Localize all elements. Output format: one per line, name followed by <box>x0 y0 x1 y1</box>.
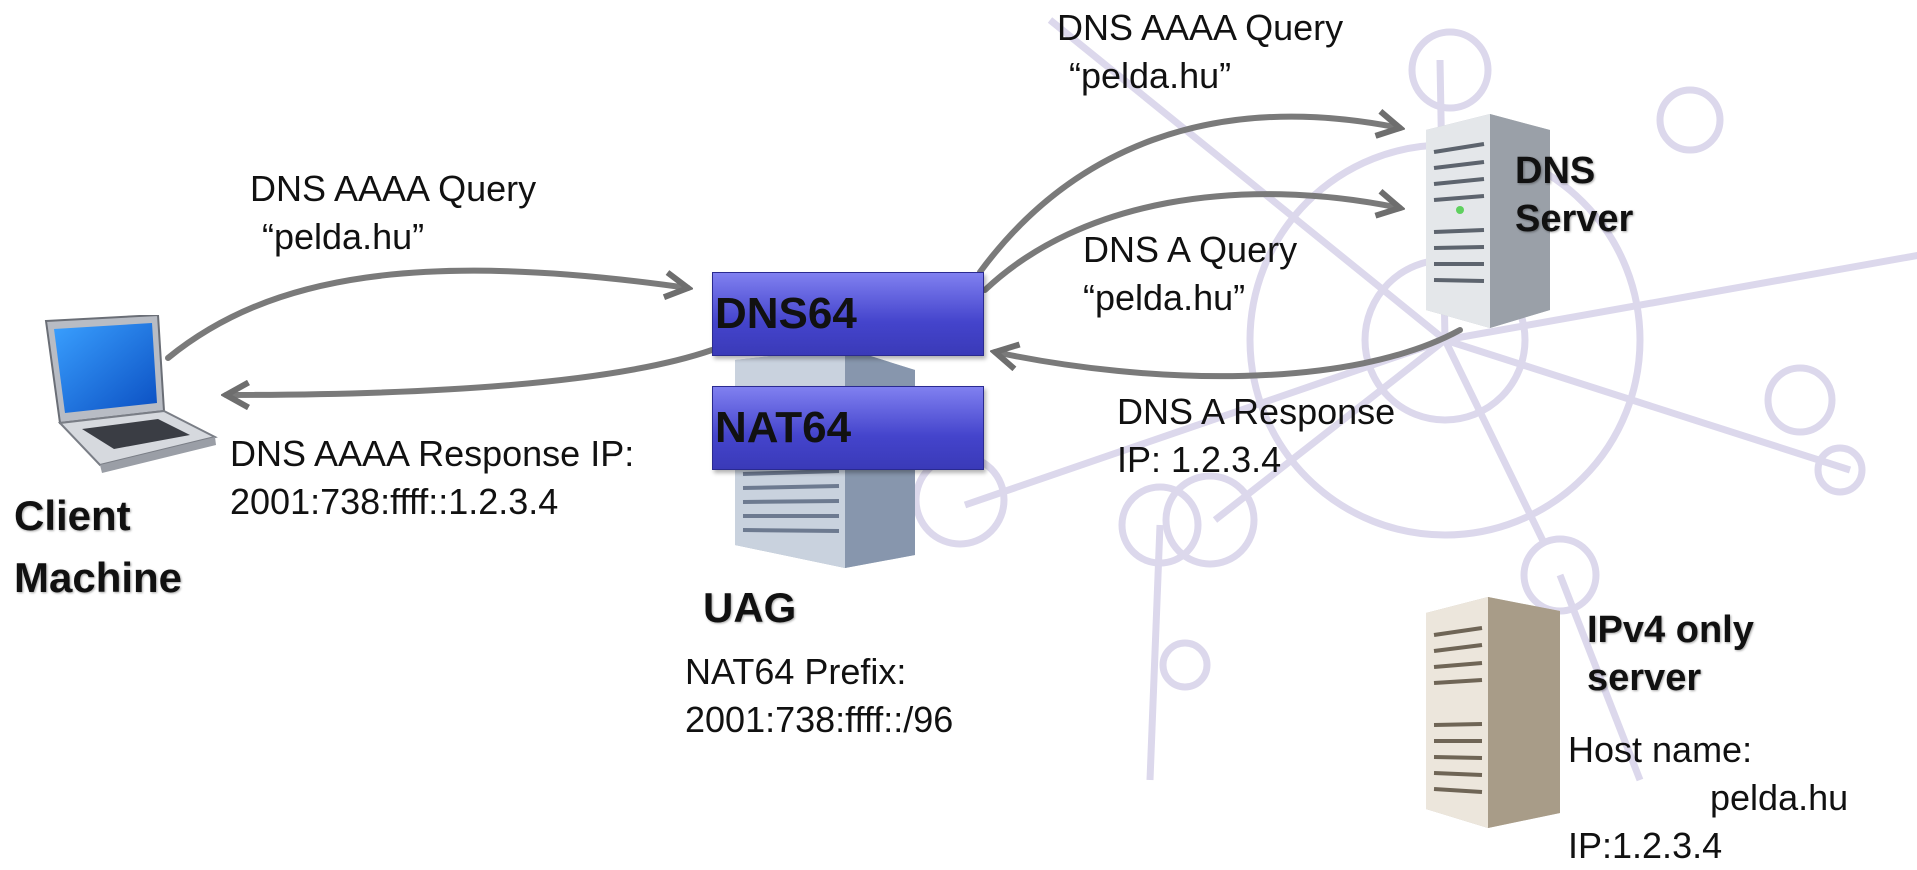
upstream-aaaa-query-label: DNS AAAA Query “pelda.hu” <box>1057 7 1344 96</box>
nat64-label: NAT64 <box>715 403 852 452</box>
host-name-label: Host name: <box>1568 729 1753 770</box>
dns-server-label: DNS Server <box>1515 150 1634 240</box>
a-query-label: DNS A Query “pelda.hu” <box>1083 229 1298 318</box>
client-aaaa-query-label: DNS AAAA Query “pelda.hu” <box>250 168 537 257</box>
client-machine-label: Client Machine <box>14 492 183 601</box>
ipv4-server-ip: IP:1.2.3.4 <box>1568 825 1723 866</box>
ipv4-server-label: IPv4 only server <box>1587 609 1754 699</box>
dns64-label: DNS64 <box>715 289 857 338</box>
laptop-icon <box>44 315 218 473</box>
arrow-dns64-to-client <box>226 347 715 395</box>
arrow-client-to-dns64 <box>165 267 688 361</box>
nat64-prefix-text: NAT64 Prefix: 2001:738:ffff::/96 <box>685 651 954 740</box>
arrow-dns-server-to-dns64 <box>995 327 1463 380</box>
dns-server-icon <box>1426 114 1550 328</box>
dns64-box: DNS64 <box>712 272 984 356</box>
a-response-label: DNS A Response IP: 1.2.3.4 <box>1117 391 1396 480</box>
client-aaaa-response-label: DNS AAAA Response IP: 2001:738:ffff::1.2… <box>230 433 635 522</box>
ipv4-server-icon <box>1426 597 1560 828</box>
uag-label: UAG <box>703 584 797 631</box>
arrow-dns64-to-dns-server-a <box>982 194 1400 293</box>
host-name-value: pelda.hu <box>1710 777 1849 818</box>
nat64-box: NAT64 <box>712 386 984 470</box>
arrow-dns64-to-dns-server-aaaa <box>977 117 1400 275</box>
